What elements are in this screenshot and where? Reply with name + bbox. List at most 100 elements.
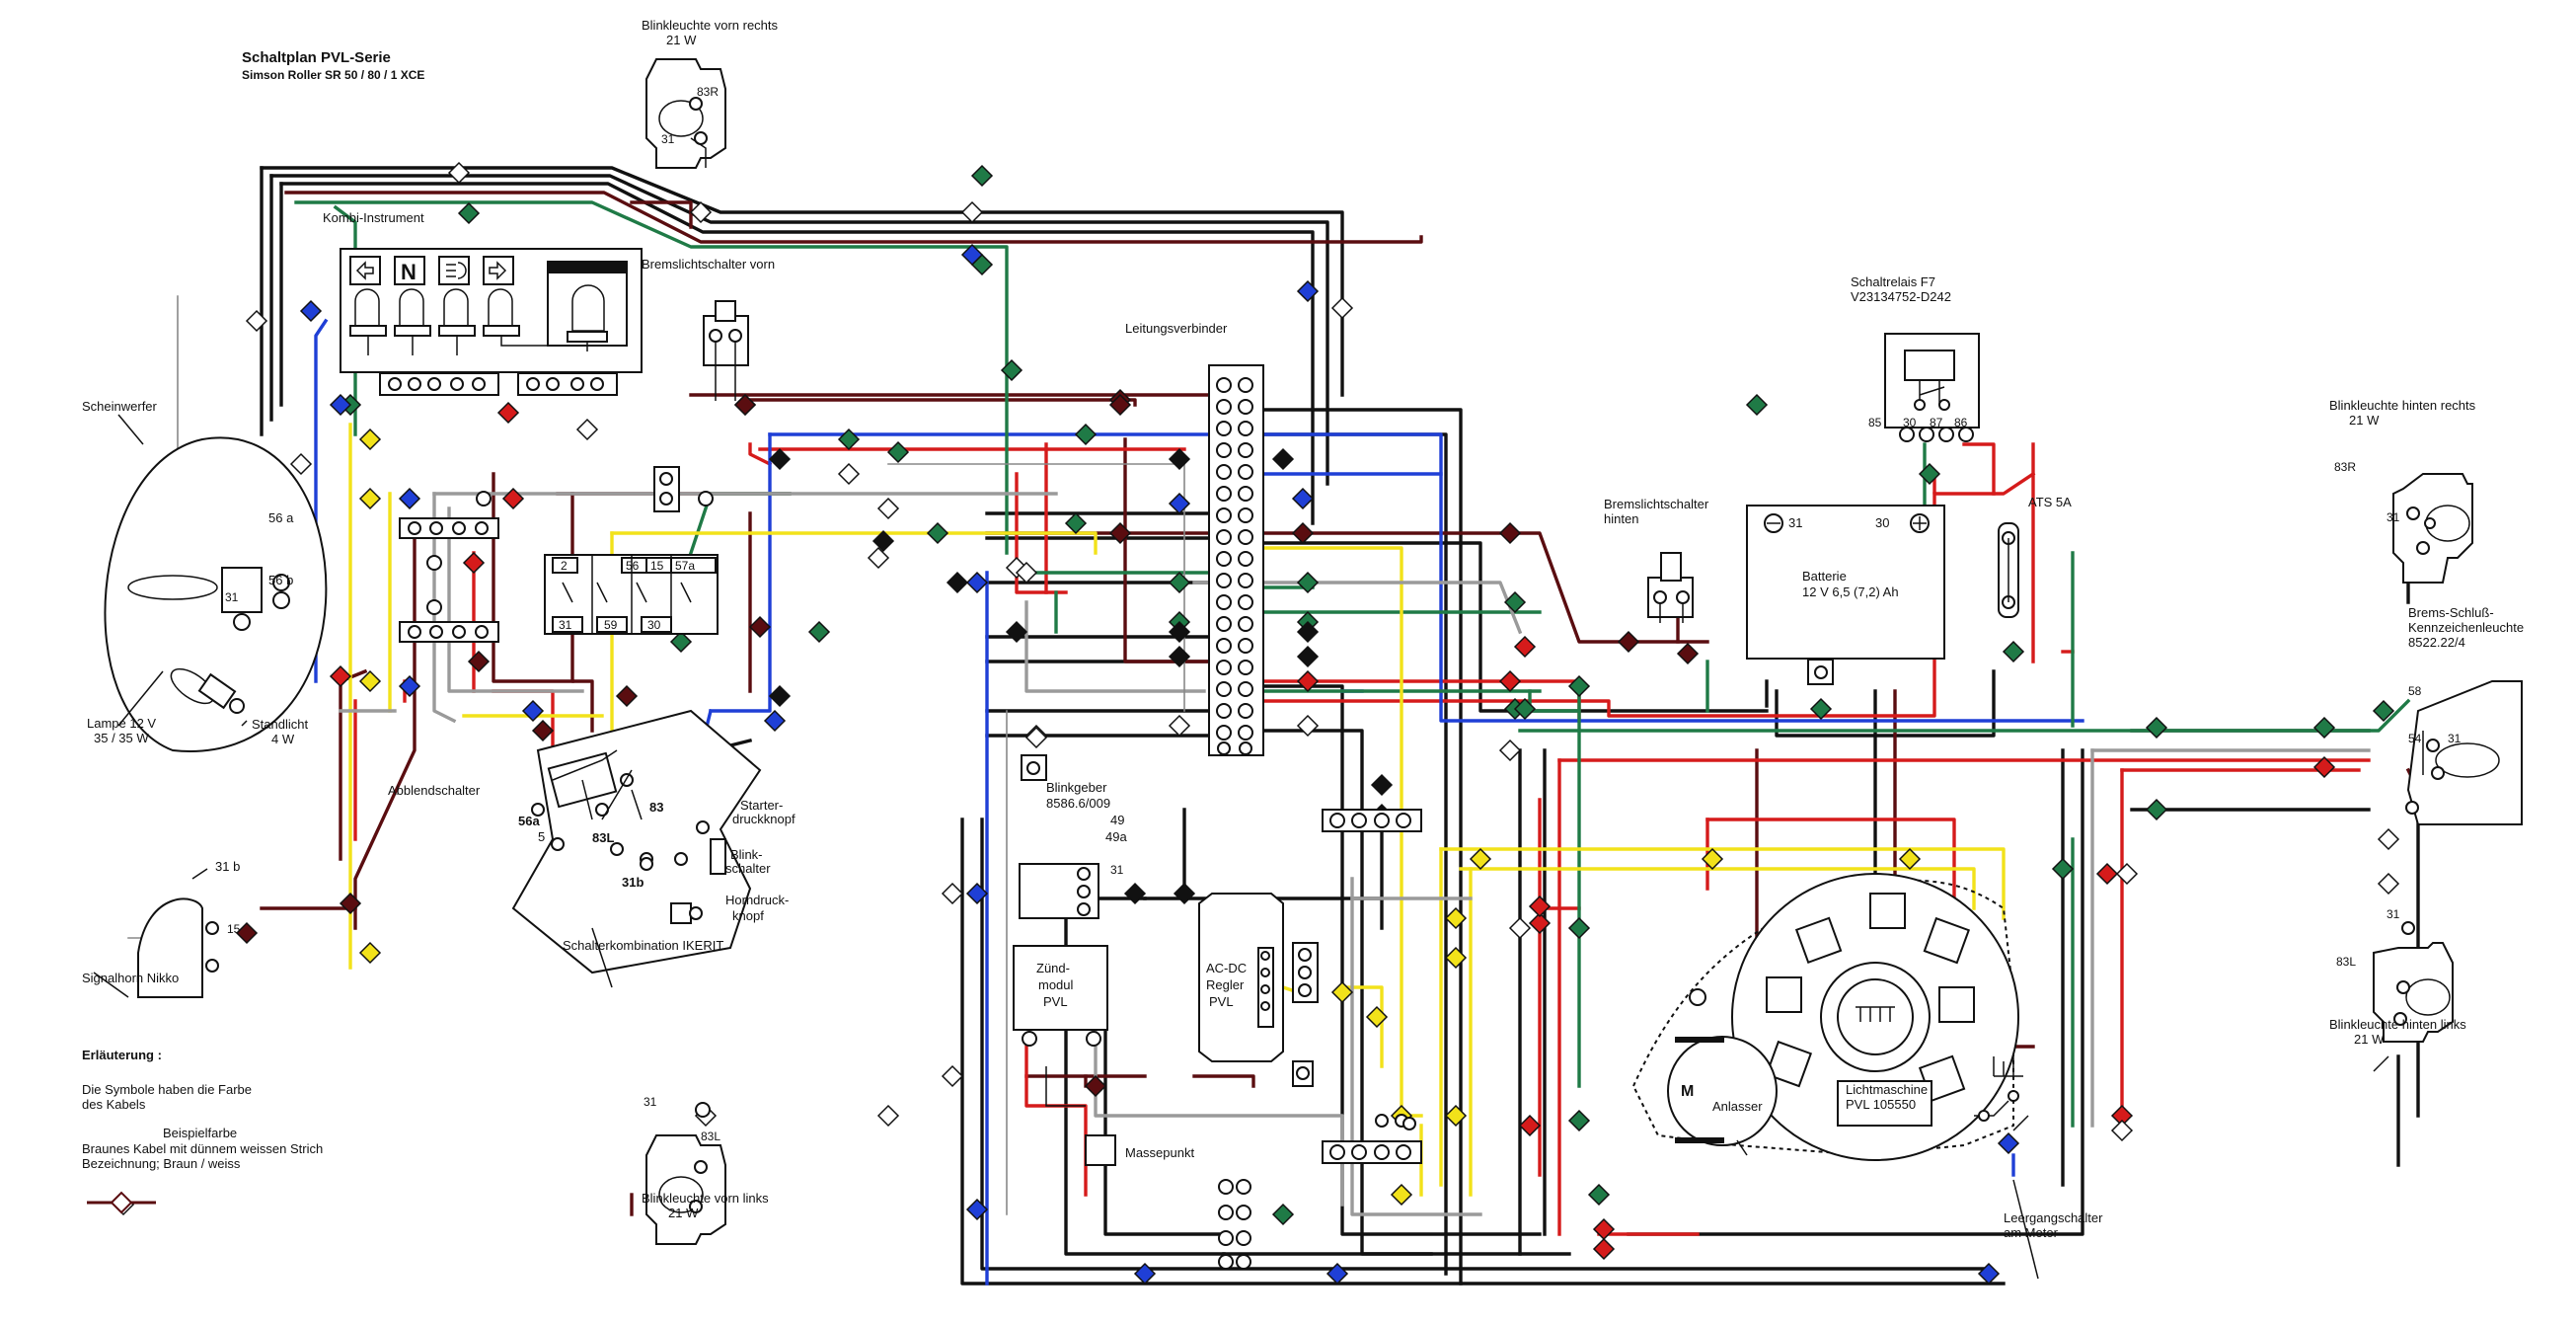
lampe-label: Lampe 12 V bbox=[87, 716, 156, 731]
bat-31: 31 bbox=[1788, 515, 1802, 530]
bsk-31: 31 bbox=[2448, 732, 2462, 745]
bhl-83l: 83L bbox=[2336, 955, 2356, 969]
bvr-31: 31 bbox=[661, 132, 675, 146]
scheinwerfer: Scheinwerfer 56 a 56 b 31 Lampe 12 V 35 … bbox=[82, 399, 328, 752]
brems-schluss-kennzeichenleuchte: Brems-Schluß- Kennzeichenleuchte 8522.22… bbox=[2405, 605, 2524, 825]
signalhorn: 31 b 15 Signalhorn Nikko bbox=[82, 859, 241, 998]
sk-83l: 83L bbox=[592, 830, 614, 845]
bvr-label: Blinkleuchte vorn rechts bbox=[642, 18, 779, 33]
bhl-watt: 21 W bbox=[2354, 1032, 2385, 1047]
sk-56a: 56a bbox=[518, 814, 540, 828]
horn-knopf-label: Horndruck- bbox=[725, 893, 789, 907]
relais-nr: V23134752-D242 bbox=[1851, 289, 1951, 304]
sk-31b: 31b bbox=[622, 875, 644, 890]
sk-5: 5 bbox=[538, 829, 545, 844]
sch-30: 30 bbox=[647, 618, 661, 632]
horn-knopf-label2: knopf bbox=[732, 908, 764, 923]
batterie-label: Batterie bbox=[1802, 569, 1847, 584]
small-connectors bbox=[399, 466, 714, 643]
marker-red bbox=[245, 401, 2336, 1261]
zuendmodul: Zünd- modul PVL Massepunkt bbox=[1013, 945, 1194, 1166]
marker-blue bbox=[299, 243, 2020, 1286]
lv-pins bbox=[1216, 377, 1253, 755]
wires-grey bbox=[339, 492, 2371, 1216]
bsk-58: 58 bbox=[2408, 684, 2422, 698]
marker-brown bbox=[235, 388, 1700, 1098]
brems-hinten-label: Bremslichtschalter bbox=[1604, 497, 1709, 511]
legend: Erläuterung : Die Symbole haben die Farb… bbox=[82, 1048, 323, 1214]
batterie-spec: 12 V 6,5 (7,2) Ah bbox=[1802, 585, 1899, 599]
sch-15: 15 bbox=[650, 559, 664, 573]
kombi-n: N bbox=[401, 260, 417, 284]
leitungsverbinder: Leitungsverbinder bbox=[1125, 321, 1264, 756]
connector-row-mid bbox=[1322, 809, 1422, 1164]
zuendschloss-block: 2 56 15 57a 31 59 30 bbox=[544, 554, 719, 635]
starter-label: Starter- bbox=[740, 798, 783, 813]
blinkschalter-label: Blink- bbox=[730, 847, 763, 862]
blinkleuchte-vorn-rechts: Blinkleuchte vorn rechts 21 W 83R 31 bbox=[642, 18, 779, 169]
legend-example-heading: Beispielfarbe bbox=[163, 1126, 237, 1140]
bvl-label: Blinkleuchte vorn links bbox=[642, 1191, 769, 1206]
legend-example-desc: Braunes Kabel mit dünnem weissen Strich bbox=[82, 1141, 323, 1156]
bhr-watt: 21 W bbox=[2349, 413, 2380, 428]
legend-example-name: Bezeichnung; Braun / weiss bbox=[82, 1156, 241, 1171]
horn-15: 15 bbox=[227, 922, 241, 936]
motor-assembly: M Anlasser Lichtmaschine PVL 105550 bbox=[1631, 873, 2019, 1161]
zuend-1: Zünd- bbox=[1036, 961, 1070, 975]
standlicht-label: Standlicht bbox=[252, 717, 308, 732]
leergang-label: Leergangschalter bbox=[2004, 1210, 2103, 1225]
regler-3: PVL bbox=[1209, 994, 1234, 1009]
marker-white bbox=[112, 161, 2400, 1216]
bremslichtschalter-vorn: Bremslichtschalter vorn bbox=[642, 257, 775, 401]
lampe-watt: 35 / 35 W bbox=[94, 731, 149, 745]
bg-31: 31 bbox=[1110, 863, 1124, 877]
sch-31: 31 bbox=[559, 618, 572, 632]
regler-1: AC-DC bbox=[1206, 961, 1247, 975]
sch-2: 2 bbox=[561, 559, 568, 573]
blinkleuchte-hinten-links: 31 83L Blinkleuchte hinten links 21 W bbox=[2329, 907, 2466, 1072]
title-block: Schaltplan PVL-Serie Simson Roller SR 50… bbox=[242, 49, 424, 82]
ats-label: ATS 5A bbox=[2028, 495, 2072, 509]
leergang-label2: am Motor bbox=[2004, 1225, 2059, 1240]
brems-vorn-label: Bremslichtschalter vorn bbox=[642, 257, 775, 272]
sk-83: 83 bbox=[649, 800, 663, 815]
bsk-label3: 8522.22/4 bbox=[2408, 635, 2465, 650]
lichtmaschine-label: Lichtmaschine bbox=[1846, 1082, 1928, 1097]
schalterkombi-label: Schalterkombination IKERIT bbox=[563, 938, 723, 953]
bremslichtschalter-hinten: Bremslichtschalter hinten bbox=[1604, 497, 1709, 623]
kombi-instrument: N Kombi-Instrument bbox=[323, 210, 643, 396]
bsk-label1: Brems-Schluß- bbox=[2408, 605, 2494, 620]
standlicht-watt: 4 W bbox=[271, 732, 295, 746]
sw-56a: 56 a bbox=[268, 510, 294, 525]
abblend-label: Abblendschalter bbox=[388, 783, 481, 798]
blinkleuchte-vorn-links: 31 83L Blinkleuchte vorn links 21 W bbox=[642, 1095, 769, 1245]
relais-87: 87 bbox=[1930, 416, 1943, 429]
bsk-54: 54 bbox=[2408, 732, 2422, 745]
relais-85: 85 bbox=[1868, 416, 1882, 429]
bsk-label2: Kennzeichenleuchte bbox=[2408, 620, 2524, 635]
wires-green bbox=[294, 200, 2411, 1128]
kombi-label: Kombi-Instrument bbox=[323, 210, 424, 225]
blinkleuchte-hinten-rechts: Blinkleuchte hinten rechts 21 W 83R 31 bbox=[2329, 398, 2476, 584]
bvr-watt: 21 W bbox=[666, 33, 697, 47]
starter-label2: druckknopf bbox=[732, 812, 796, 826]
sw-56b: 56 b bbox=[268, 573, 293, 587]
horn-31b: 31 b bbox=[215, 859, 240, 874]
lv-label: Leitungsverbinder bbox=[1125, 321, 1228, 336]
batterie: 31 30 Batterie 12 V 6,5 (7,2) Ah bbox=[1746, 505, 1945, 685]
blinkgeber-nr: 8586.6/009 bbox=[1046, 796, 1110, 811]
regler-2: Regler bbox=[1206, 977, 1245, 992]
bvl-31: 31 bbox=[644, 1095, 657, 1109]
bhr-31: 31 bbox=[2387, 510, 2400, 524]
zuend-2: modul bbox=[1038, 977, 1074, 992]
sch-56: 56 bbox=[626, 559, 640, 573]
bvr-83r: 83R bbox=[697, 85, 719, 99]
lower-connectors bbox=[1218, 1114, 1416, 1270]
scheinwerfer-label: Scheinwerfer bbox=[82, 399, 158, 414]
bhl-31: 31 bbox=[2387, 907, 2400, 921]
bhl-label: Blinkleuchte hinten links bbox=[2329, 1017, 2466, 1032]
brems-hinten-label2: hinten bbox=[1604, 511, 1638, 526]
blinkgeber: Blinkgeber 8586.6/009 49 49a 31 bbox=[1019, 754, 1127, 919]
diagram-subtitle: Simson Roller SR 50 / 80 / 1 XCE bbox=[242, 68, 424, 82]
